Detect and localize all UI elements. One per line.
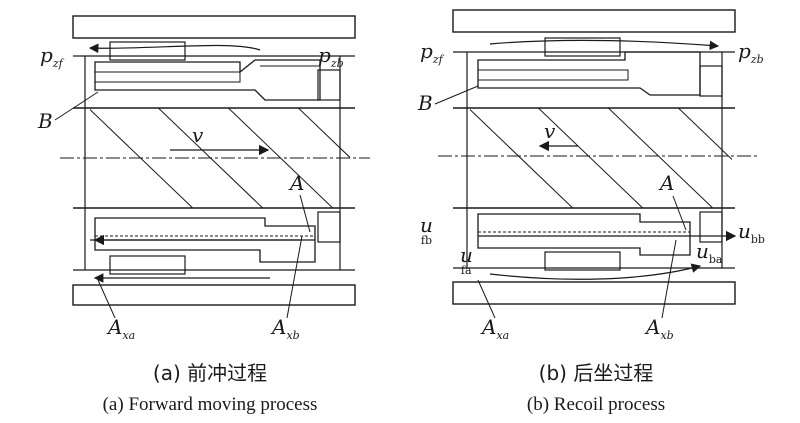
label-axb-b: Axb — [644, 315, 674, 342]
label-pzf-b: pzf — [420, 39, 445, 66]
label-axa-a: Axa — [106, 315, 135, 342]
caption-cn-a: (a) 前冲过程 — [153, 361, 267, 385]
lower-piston-b — [477, 213, 691, 256]
upper-piston-b — [477, 51, 701, 96]
housing-top-a — [72, 15, 356, 39]
lower-ring-a — [109, 255, 186, 275]
bore-hatch-b — [470, 108, 732, 208]
label-pzb-a: pzb — [318, 43, 344, 70]
upper-ring-b — [544, 37, 621, 57]
label-axa-b: Axa — [480, 315, 509, 342]
housing-top-b — [452, 9, 736, 33]
label-axb-a: Axb — [270, 315, 300, 342]
label-v-a: v — [192, 123, 204, 147]
label-v-b: v — [544, 119, 556, 143]
lower-piston-a — [94, 217, 316, 263]
caption-cn-b: (b) 后坐过程 — [539, 361, 654, 385]
lower-ring-b — [544, 251, 621, 271]
panel-a: pzf pzb B v A Axa Axb (a) 前冲过程 (a) Forwa… — [37, 15, 370, 415]
label-pzf-a: pzf — [40, 43, 65, 70]
housing-bottom-a — [72, 284, 356, 306]
label-ubb-b: ubb — [738, 219, 765, 246]
upper-ring-a — [109, 41, 186, 61]
housing-bottom-b — [452, 281, 736, 305]
label-a-b: A — [658, 171, 674, 195]
caption-en-a: (a) Forward moving process — [103, 394, 318, 415]
caption-en-b: (b) Recoil process — [527, 394, 665, 415]
label-b-b: B — [417, 91, 433, 115]
label-b-a: B — [37, 109, 53, 133]
label-a-a: A — [288, 171, 304, 195]
label-pzb-b: pzb — [738, 39, 764, 66]
upper-piston-a — [94, 59, 321, 101]
label-uba-b: uba — [696, 239, 723, 266]
